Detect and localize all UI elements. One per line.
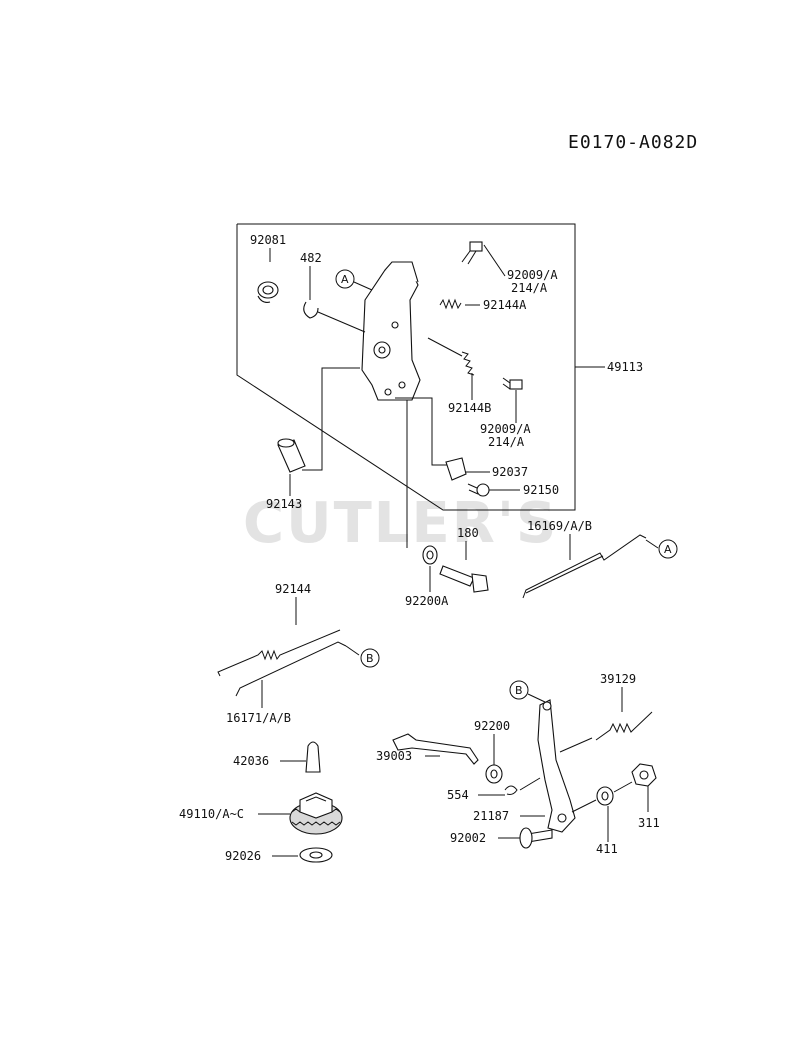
part-92002-bolt-head <box>519 827 533 849</box>
label-21187: 21187 <box>473 809 509 823</box>
part-92144b-spring <box>461 351 475 376</box>
label-92037: 92037 <box>492 465 528 479</box>
label-92081: 92081 <box>250 233 286 247</box>
label-482: 482 <box>300 251 322 265</box>
line-92144b-plate <box>427 337 463 357</box>
part-39129-spring <box>595 711 653 741</box>
label-554: 554 <box>447 788 469 802</box>
part-92144a-spring <box>439 298 462 310</box>
leader-ref-a-rod <box>645 539 659 549</box>
part-21187-lever <box>537 699 576 833</box>
diagram-code: E0170-A082D <box>568 132 698 153</box>
label-411: 411 <box>596 842 618 856</box>
label-180: 180 <box>457 526 479 540</box>
part-16169-rod-edge <box>525 555 604 594</box>
part-16171-rod <box>235 641 347 697</box>
part-482-eclip <box>303 301 319 319</box>
label-92143: 92143 <box>266 497 302 511</box>
part-21187-lever-hole <box>542 701 552 711</box>
label-42036: 42036 <box>233 754 269 768</box>
part-311-nut-hole <box>639 770 649 780</box>
ref-b-lever: B <box>515 684 523 697</box>
label-92144: 92144 <box>275 582 311 596</box>
control-plate <box>361 261 421 401</box>
label-92144a: 92144A <box>483 298 527 312</box>
label-39003: 39003 <box>376 749 412 763</box>
part-554-pin <box>504 785 518 795</box>
label-39129: 39129 <box>600 672 636 686</box>
part-92009-screw-lower <box>502 377 523 390</box>
line-39129-lever <box>559 737 593 753</box>
label-92200a: 92200A <box>405 594 449 608</box>
watermark-text: CUTLER'S <box>243 491 558 556</box>
label-16169: 16169/A/B <box>527 519 592 533</box>
part-21187-lever-pivot <box>557 813 567 823</box>
part-92200-washer-hole <box>490 769 498 779</box>
label-92150: 92150 <box>523 483 559 497</box>
ref-circle-b-lever <box>509 680 529 700</box>
line-554-lever <box>519 777 541 791</box>
label-49110: 49110/A~C <box>179 807 244 821</box>
ref-circle-b-rod <box>360 648 380 668</box>
label-214-a-top: 214/A <box>511 281 548 295</box>
label-16171: 16171/A/B <box>226 711 291 725</box>
line-92037-plate <box>395 397 448 466</box>
ref-b-rod: B <box>366 652 374 665</box>
label-92002: 92002 <box>450 831 486 845</box>
label-311: 311 <box>638 816 660 830</box>
leader-ref-b-rod <box>345 645 360 656</box>
leader-482-plate <box>317 311 366 333</box>
ref-circle-a-top <box>335 269 355 289</box>
leader-92009-top <box>483 244 506 277</box>
label-92026: 92026 <box>225 849 261 863</box>
assembly-outline <box>236 223 576 511</box>
ref-a-rod: A <box>664 543 672 556</box>
part-39003-shaft <box>392 733 479 765</box>
part-92200a-washer-hole <box>426 550 434 560</box>
part-92037-clamp <box>445 457 467 481</box>
label-92009-a-top: 92009/A <box>507 268 558 282</box>
ref-circle-a-rod <box>658 539 678 559</box>
part-92144-spring <box>217 629 341 677</box>
leader-ref-a-top <box>353 281 373 291</box>
label-92200: 92200 <box>474 719 510 733</box>
part-92009-screw-top <box>461 241 483 265</box>
line-411-nut <box>613 781 633 793</box>
part-92026-washer-hole <box>309 851 323 859</box>
line-92143-plate <box>302 367 360 471</box>
line-411-lever <box>571 799 597 813</box>
part-42036-pin <box>305 741 321 773</box>
label-49113: 49113 <box>607 360 643 374</box>
label-92144b: 92144B <box>448 401 491 415</box>
part-411-washer-hole <box>601 791 609 801</box>
label-92009-a-lower: 92009/A <box>480 422 531 436</box>
part-49110-governor-gear <box>289 792 343 835</box>
part-92143-collar <box>277 438 306 473</box>
label-214-a-lower: 214/A <box>488 435 525 449</box>
ref-a-top: A <box>341 273 349 286</box>
leader-ref-b-lever <box>527 693 546 703</box>
part-92081-grommet <box>257 281 279 303</box>
part-180-bolt <box>439 565 489 593</box>
